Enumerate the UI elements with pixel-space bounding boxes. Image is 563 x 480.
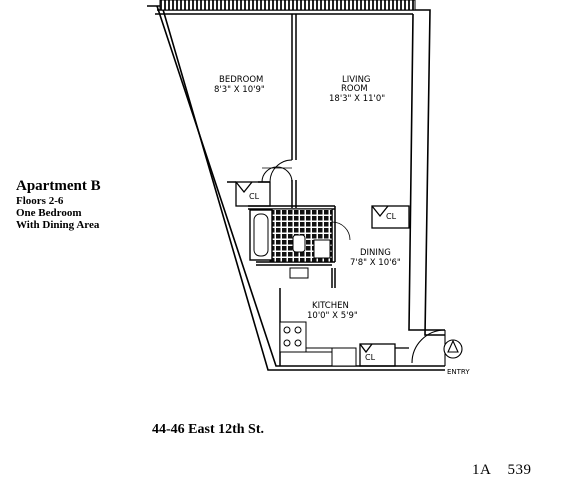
dining-name: DINING [360, 248, 391, 258]
unit-code: 1A [472, 462, 491, 478]
top-window [159, 0, 416, 11]
kitchen-name: KITCHEN [312, 301, 349, 311]
bedroom-dims: 8'3" X 10'9" [214, 85, 265, 95]
living-name-1: LIVING [342, 75, 371, 85]
closet-label-dining: CL [386, 212, 397, 221]
kitchen-dims: 10'0" X 5'9" [307, 311, 358, 321]
dining-closet [371, 205, 410, 229]
bathroom [249, 208, 351, 263]
bedroom-name: BEDROOM [219, 75, 263, 85]
floors-text: Floors 2-6 [16, 195, 64, 207]
unit-number: 539 [507, 462, 532, 478]
dining-dims: 7'8" X 10'6" [350, 258, 401, 268]
apartment-title: Apartment B [16, 178, 101, 194]
bedroom-closet [235, 159, 293, 207]
entry-closet [359, 343, 409, 367]
unit-reference: 1A 539 [472, 462, 532, 479]
entry-door [411, 329, 463, 366]
living-name-2: ROOM [341, 84, 368, 94]
kitchen-fixtures [279, 267, 357, 367]
closet-label-entry: CL [365, 353, 376, 362]
apartment-description: Apartment B Floors 2-6 One Bedroom With … [16, 178, 101, 231]
dining-area-text: With Dining Area [16, 219, 100, 231]
entry-label: ENTRY [447, 368, 470, 376]
closet-label-bedroom: CL [249, 192, 260, 201]
building-address: 44-46 East 12th St. [152, 422, 265, 437]
layout-text: One Bedroom [16, 207, 82, 219]
living-dims: 18'3" X 11'0" [329, 94, 385, 104]
